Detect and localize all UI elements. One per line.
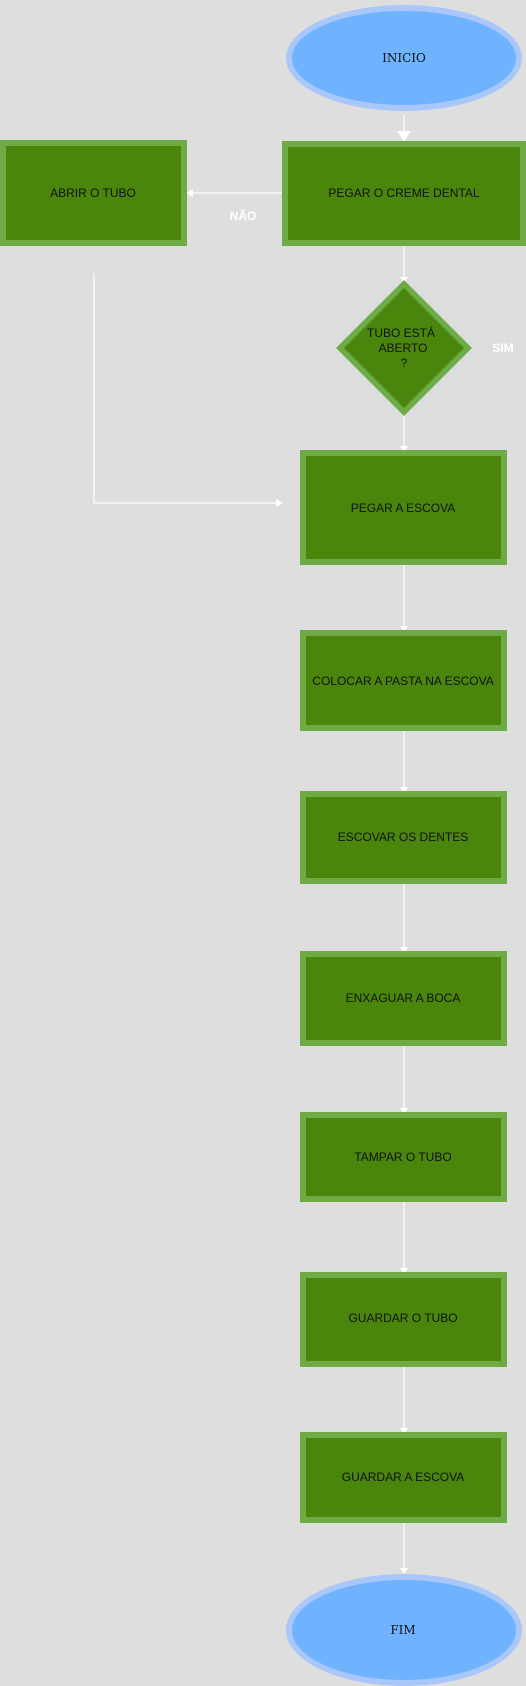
process-abrir-tubo-label: ABRIR O TUBO (50, 186, 136, 200)
end-label: FIM (390, 1623, 415, 1637)
process-guardar-escova-label: GUARDAR A ESCOVA (342, 1470, 464, 1484)
process-guardar-escova[interactable]: GUARDAR A ESCOVA (300, 1432, 507, 1523)
decision-tubo-aberto[interactable]: TUBO ESTÁ ABERTO ? (336, 280, 472, 416)
edge-abrir-tubo-to-pegar-escova (93, 273, 278, 504)
process-pegar-escova-label: PEGAR A ESCOVA (351, 501, 455, 515)
arrowhead-abrir-tubo (186, 189, 193, 197)
process-enxaguar-label: ENXAGUAR A BOCA (346, 991, 461, 1005)
edge-label-sim: SIM (492, 341, 513, 355)
arrowhead-escovar (400, 787, 408, 793)
process-escovar-label: ESCOVAR OS DENTES (338, 830, 468, 844)
process-pegar-escova[interactable]: PEGAR A ESCOVA (300, 450, 507, 565)
process-abrir-tubo[interactable]: ABRIR O TUBO (0, 140, 187, 246)
process-colocar-pasta-label: COLOCAR A PASTA NA ESCOVA (312, 674, 493, 688)
arrowhead-colocar-pasta (400, 626, 408, 632)
arrowhead-tampar (400, 1108, 408, 1114)
decision-label-line3: ? (401, 356, 408, 370)
process-colocar-pasta[interactable]: COLOCAR A PASTA NA ESCOVA (300, 630, 507, 731)
start-terminal[interactable]: INICIO (286, 5, 522, 111)
arrowhead-from-abrir-tubo (276, 499, 283, 507)
edge-label-nao: NÃO (230, 208, 257, 223)
process-guardar-tubo-label: GUARDAR O TUBO (348, 1311, 457, 1325)
arrowhead-fim (400, 1568, 408, 1574)
process-tampar-label: TAMPAR O TUBO (354, 1150, 451, 1164)
process-pegar-creme[interactable]: PEGAR O CREME DENTAL (282, 141, 526, 246)
decision-label-line1: TUBO ESTÁ (367, 325, 435, 340)
process-escovar[interactable]: ESCOVAR OS DENTES (300, 791, 507, 884)
process-tampar[interactable]: TAMPAR O TUBO (300, 1112, 507, 1202)
arrowhead-pegar-escova (400, 446, 408, 452)
arrowhead-guardar-tubo (400, 1268, 408, 1274)
process-pegar-creme-label: PEGAR O CREME DENTAL (328, 186, 479, 200)
end-terminal[interactable]: FIM (286, 1574, 522, 1686)
decision-label-line2: ABERTO (379, 341, 428, 355)
arrowhead-guardar-escova (400, 1428, 408, 1434)
arrowhead-pegar-creme (397, 131, 411, 142)
start-label: INICIO (382, 51, 426, 65)
arrowhead-enxaguar (400, 947, 408, 953)
process-guardar-tubo[interactable]: GUARDAR O TUBO (300, 1272, 507, 1367)
process-enxaguar[interactable]: ENXAGUAR A BOCA (300, 951, 507, 1046)
